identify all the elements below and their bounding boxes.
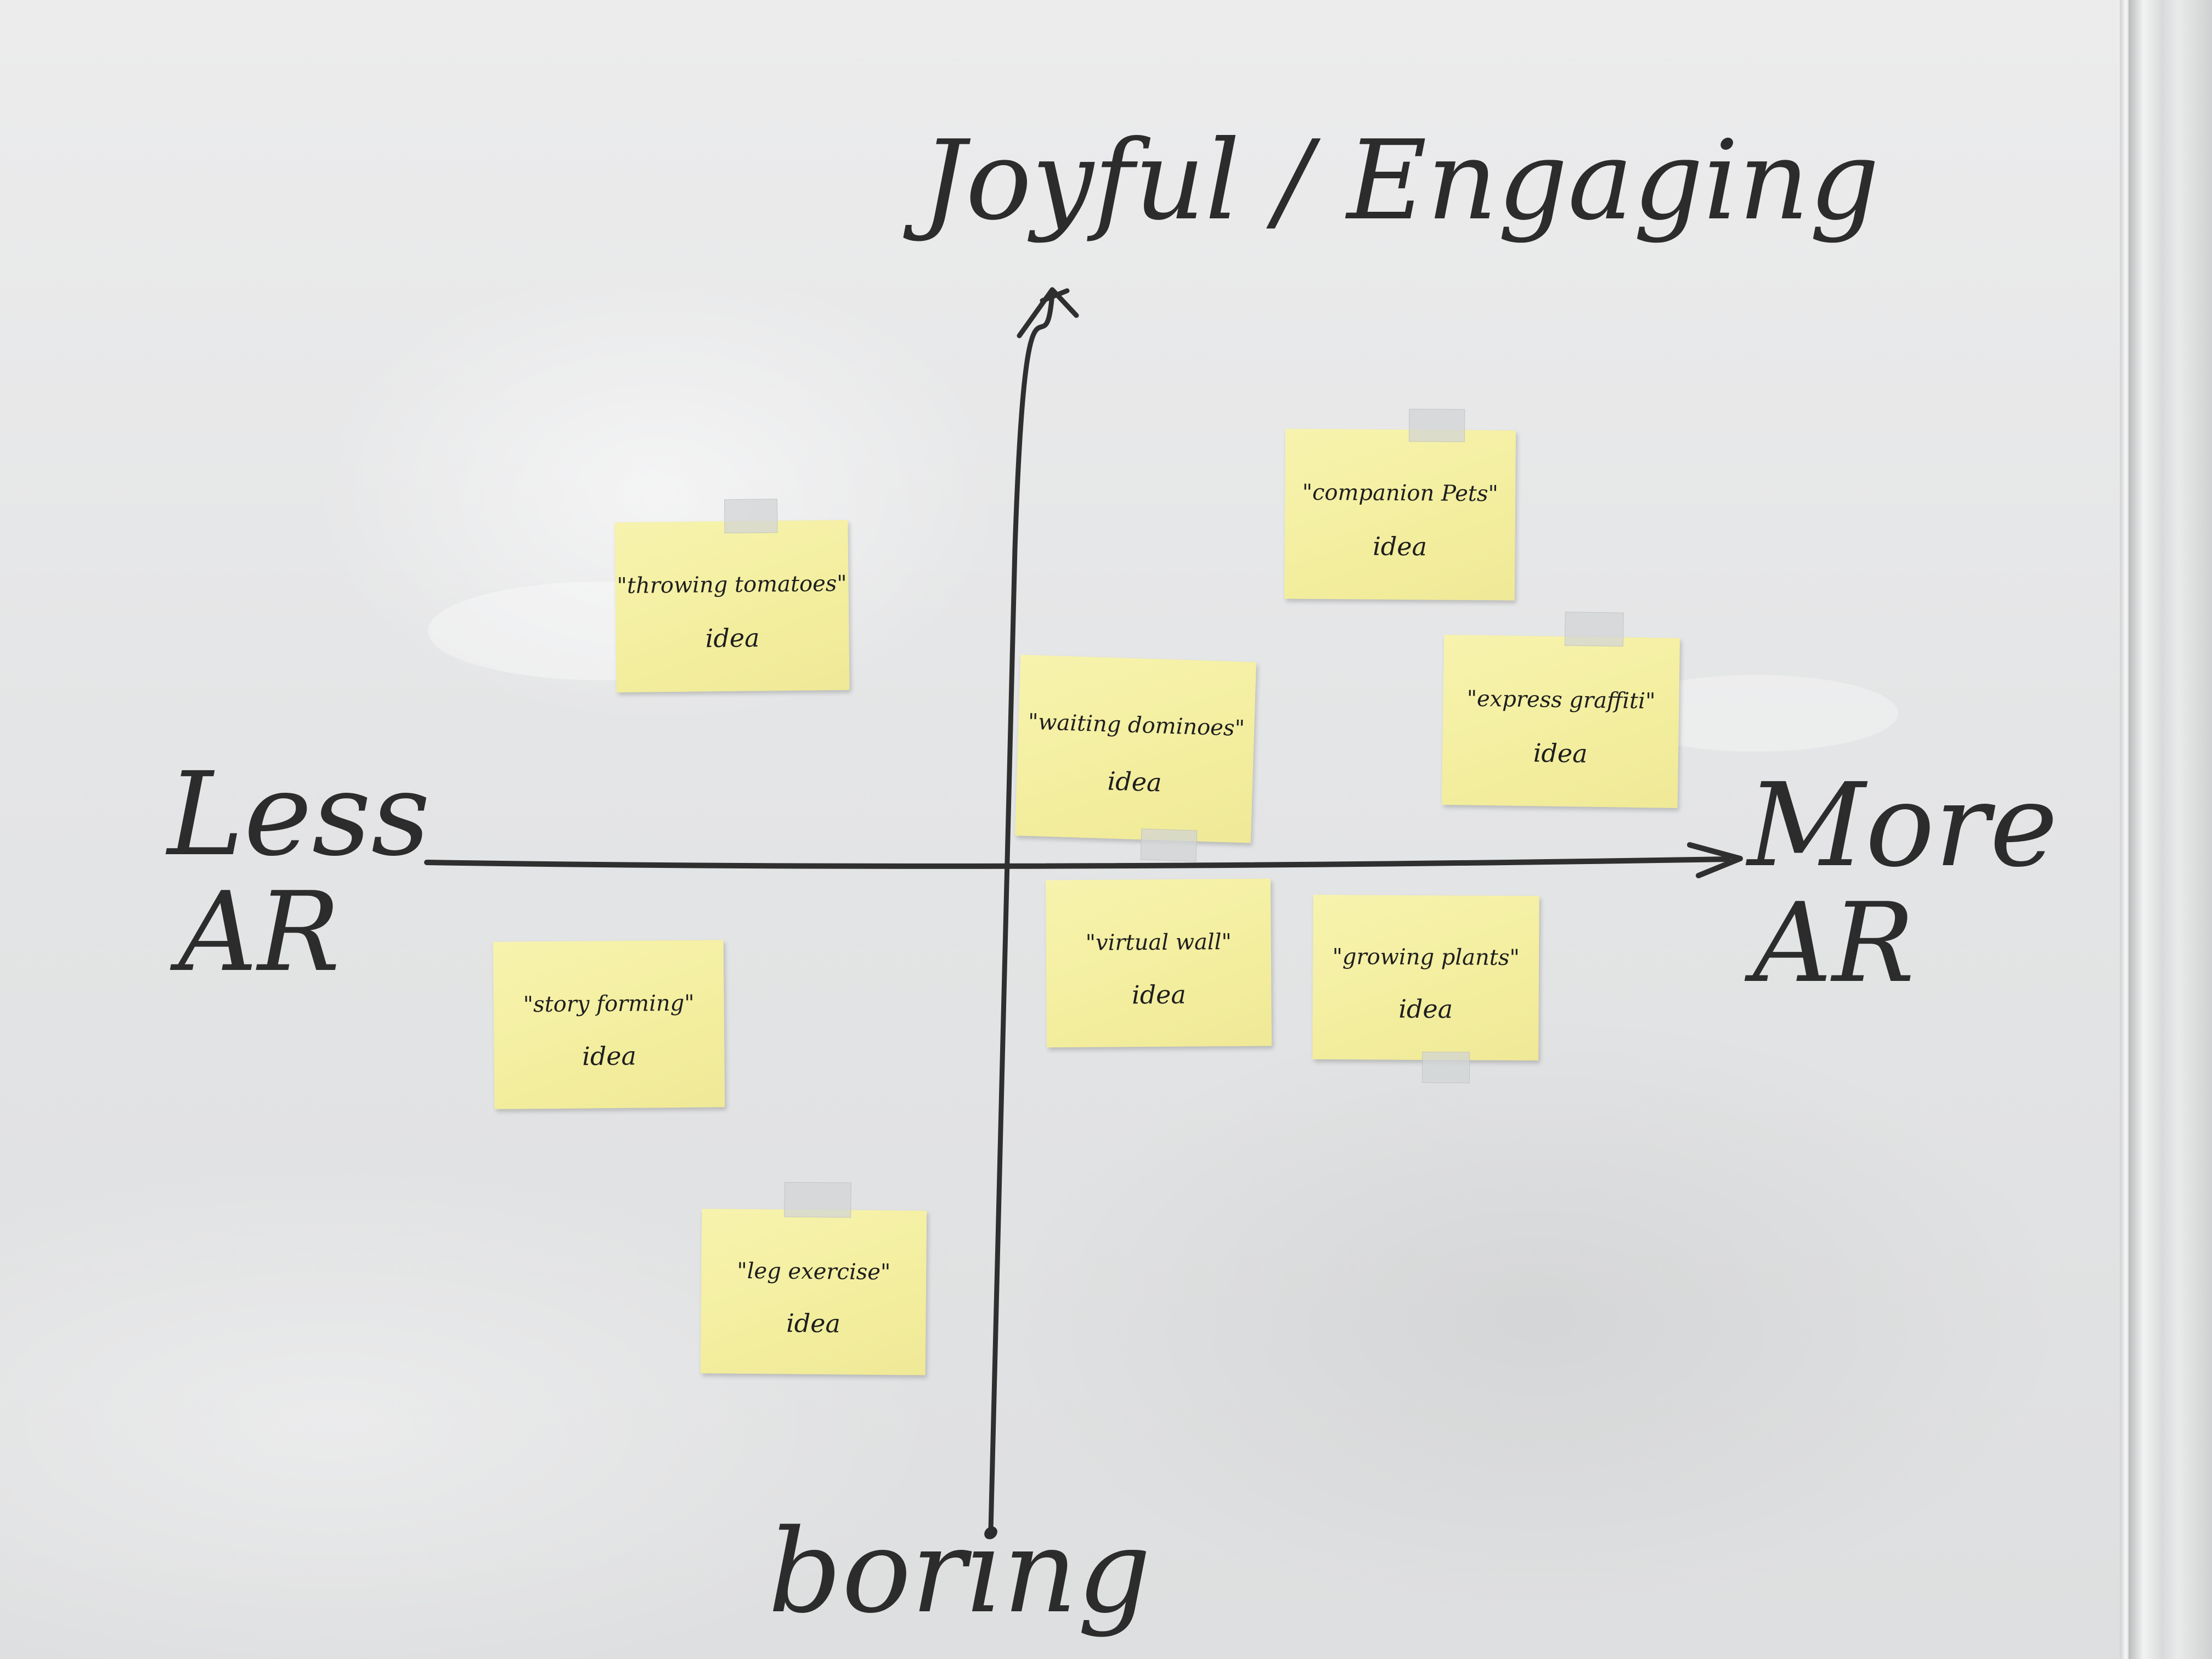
sticky-note-companion-pets: "companion Pets" idea (1284, 409, 1516, 601)
axis-label-left-line1: Less (167, 747, 431, 882)
note-kind: idea (705, 623, 760, 653)
note-kind: idea (582, 1041, 637, 1071)
whiteboard-frame (2129, 0, 2212, 1659)
axis-label-right-line1: More (1747, 758, 2058, 893)
note-kind: idea (786, 1308, 841, 1339)
vertical-axis-line (988, 291, 1055, 1533)
note-kind: idea (1373, 531, 1427, 562)
note-kind: idea (1131, 979, 1186, 1010)
note-title: "leg exercise" (737, 1258, 891, 1285)
note-title: "growing plants" (1332, 944, 1520, 970)
note-kind: idea (1398, 994, 1453, 1024)
sticky-note-waiting-dominoes: "waiting dominoes" idea (1014, 654, 1257, 862)
note-kind: idea (1533, 738, 1588, 769)
tape (784, 1182, 851, 1218)
note-title: "companion Pets" (1302, 479, 1499, 507)
axis-label-top: Joyful / Engaging (922, 117, 1880, 245)
axis-label-left-line2: AR (178, 868, 341, 996)
up-arrow-head (1017, 287, 1079, 338)
tape (1408, 409, 1465, 442)
sticky-note-express-graffiti: "express graffiti" idea (1441, 612, 1680, 808)
sticky-note-virtual-wall: "virtual wall" idea (1045, 878, 1272, 1048)
horizontal-axis-line (424, 856, 1731, 869)
sticky-note-growing-plants: "growing plants" idea (1312, 894, 1539, 1084)
sticky-note-story-forming: "story forming" idea (493, 940, 725, 1109)
right-arrow-head (1687, 842, 1743, 878)
note-title: "waiting dominoes" (1028, 709, 1245, 742)
note-kind: idea (1107, 766, 1163, 798)
note-title: "story forming" (523, 990, 695, 1017)
tape (1421, 1051, 1470, 1084)
axis-label-bottom: boring (768, 1504, 1152, 1639)
axis-label-right-line2: AR (1753, 879, 1915, 1007)
note-title: "throwing tomatoes" (617, 571, 847, 599)
tape (724, 499, 778, 534)
tape (1140, 828, 1198, 862)
note-title: "express graffiti" (1466, 686, 1656, 714)
sticky-note-leg-exercise: "leg exercise" idea (700, 1182, 927, 1375)
sticky-note-throwing-tomatoes: "throwing tomatoes" idea (614, 499, 850, 693)
note-title: "virtual wall" (1085, 929, 1232, 956)
tape (1564, 612, 1624, 647)
